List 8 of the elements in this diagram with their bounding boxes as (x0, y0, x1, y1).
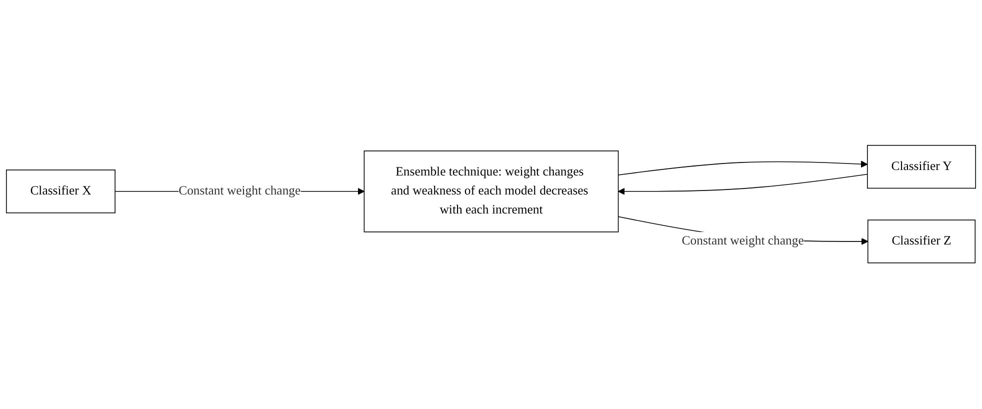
node-box: Classifier X (6, 170, 116, 214)
node-box: Classifier Z (867, 220, 976, 264)
arrow (618, 174, 868, 196)
node-box: Ensemble technique: weight changes and weakness of each model decreases with each increment (364, 150, 619, 233)
edge-label: Constant weight change (682, 234, 804, 248)
node-box: Classifier Y (867, 145, 976, 190)
edge-label: Constant weight change (178, 184, 301, 198)
arrow (618, 161, 868, 176)
